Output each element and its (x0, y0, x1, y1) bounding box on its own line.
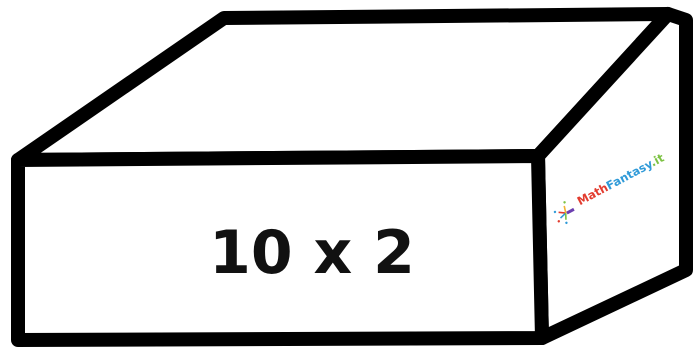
corner-nib (222, 11, 234, 23)
box-expression: 10 x 2 (209, 218, 415, 288)
